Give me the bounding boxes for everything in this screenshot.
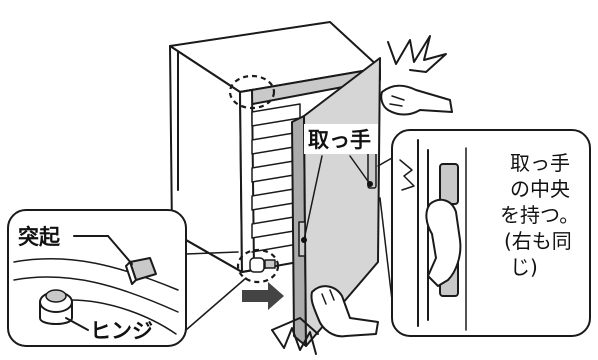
hinge-label: ヒンジ <box>90 319 153 343</box>
hold-inset: 取っ手 の中央 を持つ。 (右も同 じ) <box>378 130 590 336</box>
callout-line-2: の中央 <box>510 177 570 201</box>
handle-dot-right <box>367 181 373 187</box>
impact-top <box>388 36 446 72</box>
arrow-right-icon <box>242 282 284 310</box>
hand-icon <box>381 86 452 115</box>
callout-line-4: (右も同 <box>504 229 572 253</box>
bottom-hinge-detail <box>250 258 275 272</box>
hand-upper <box>381 86 452 115</box>
push-arrow <box>242 282 284 310</box>
protrusion-label: 突起 <box>18 225 61 249</box>
inset2-connector-top <box>378 158 392 166</box>
inset2-connector-bottom <box>380 198 392 300</box>
inset-connector-bottom <box>186 278 246 330</box>
callout-line-1: 取っ手 <box>510 151 570 175</box>
impact-burst-icon <box>388 36 446 72</box>
handle-dot-left <box>301 237 307 243</box>
callout-line-5: じ) <box>510 255 538 279</box>
handle-label: 取っ手 <box>308 128 371 152</box>
callout-line-3: を持つ。 <box>500 203 579 227</box>
